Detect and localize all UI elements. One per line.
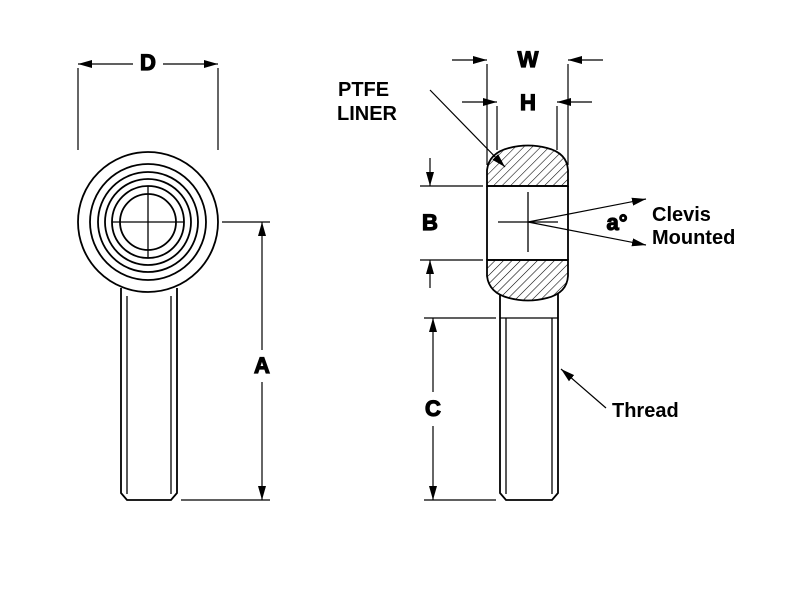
side-shank-outline	[499, 294, 559, 501]
liner-circle	[104, 178, 192, 266]
angle-line-upper	[527, 197, 647, 223]
dim-d-label: D	[140, 50, 156, 75]
ptfe-label-line1: PTFE	[338, 79, 389, 101]
front-view: D A	[77, 49, 271, 501]
clevis-label-line2: Mounted	[652, 227, 735, 249]
dimension-w: W	[452, 46, 603, 165]
clevis-mounted-label: Clevis Mounted	[652, 204, 735, 249]
side-view: W H B C a°	[337, 46, 735, 501]
misalignment-angle: a°	[527, 197, 647, 247]
head-outer-circle	[77, 151, 219, 293]
dimension-h: H	[462, 89, 592, 150]
dimension-c: C	[424, 317, 496, 501]
front-centerline-cross	[112, 186, 184, 258]
angle-line-lower	[527, 221, 647, 247]
side-top-section-hatched	[486, 144, 569, 187]
dim-h-label: H	[520, 90, 536, 115]
ptfe-liner-callout: PTFE LINER	[337, 79, 506, 168]
thread-callout: Thread	[560, 368, 679, 422]
dimension-b: B	[420, 158, 483, 288]
thread-leader-line	[560, 368, 607, 409]
dim-b-label: B	[422, 210, 438, 235]
thread-label: Thread	[612, 400, 679, 422]
dimension-a: A	[181, 221, 271, 501]
dim-c-label: C	[425, 396, 441, 421]
side-shank-thread-lines	[505, 318, 553, 494]
dim-a-label: A	[254, 353, 270, 378]
angle-label: a°	[606, 210, 627, 235]
side-bottom-section-hatched	[486, 259, 569, 302]
front-shank-outline	[120, 288, 178, 501]
front-shank-thread-lines	[126, 296, 172, 494]
dim-w-label: W	[518, 47, 539, 72]
ptfe-leader-line	[429, 89, 506, 168]
side-bore-band	[486, 185, 569, 261]
race-outer-circle	[97, 171, 199, 273]
clevis-label-line1: Clevis	[652, 204, 711, 226]
dimension-d: D	[77, 49, 219, 150]
head-ring-circle	[89, 163, 207, 281]
ptfe-label-line2: LINER	[337, 103, 398, 125]
